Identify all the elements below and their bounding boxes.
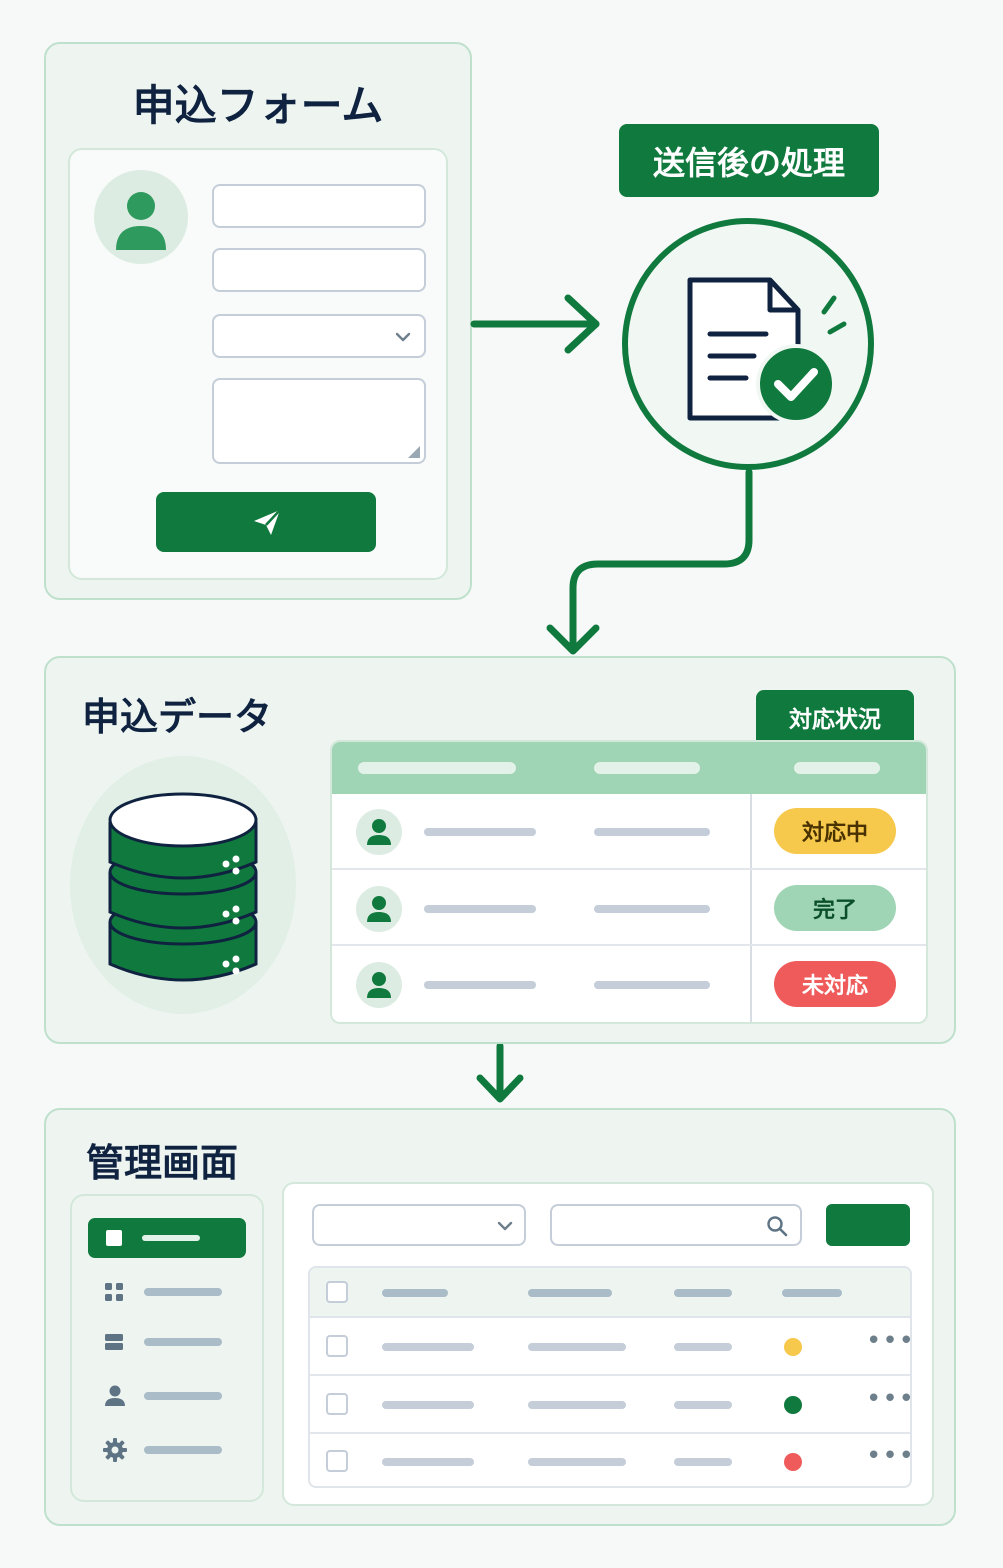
- row-checkbox[interactable]: [326, 1450, 348, 1472]
- form-card: [68, 148, 448, 580]
- table-header: [310, 1268, 910, 1318]
- more-options-icon[interactable]: •••: [866, 1326, 912, 1356]
- database-icon: [108, 792, 258, 982]
- resize-handle-icon: [408, 446, 420, 458]
- sidebar-item-grid[interactable]: [88, 1274, 246, 1310]
- action-button[interactable]: [826, 1204, 910, 1246]
- sidebar-item-settings[interactable]: [88, 1432, 246, 1468]
- chevron-down-icon: [395, 332, 411, 342]
- chevron-down-icon: [497, 1221, 513, 1231]
- select-all-checkbox[interactable]: [326, 1281, 348, 1303]
- status-badge: 未対応: [774, 961, 896, 1007]
- form-title: 申込フォーム: [132, 81, 384, 130]
- category-select[interactable]: [212, 314, 426, 358]
- arrow-form-to-process: [470, 294, 600, 354]
- data-panel: 申込データ 対応状況: [44, 656, 956, 1044]
- status-tab: 対応状況: [756, 690, 914, 744]
- search-icon: [767, 1216, 788, 1237]
- table-row: •••: [310, 1320, 910, 1376]
- status-dot: [784, 1338, 802, 1356]
- user-icon: [105, 1385, 125, 1406]
- email-field[interactable]: [212, 248, 426, 292]
- table-row: 未対応: [332, 948, 926, 1022]
- admin-title: 管理画面: [86, 1141, 239, 1185]
- admin-panel: 管理画面: [44, 1108, 956, 1526]
- status-dot: [784, 1453, 802, 1471]
- avatar: [356, 809, 402, 855]
- process-label: 送信後の処理: [619, 124, 879, 197]
- admin-table: ••• ••• •••: [308, 1266, 912, 1488]
- avatar: [94, 170, 188, 264]
- row-checkbox[interactable]: [326, 1335, 348, 1357]
- submit-button[interactable]: [156, 492, 376, 552]
- arrow-process-to-data: [546, 468, 753, 655]
- data-title: 申込データ: [82, 695, 273, 739]
- more-options-icon[interactable]: •••: [866, 1441, 912, 1471]
- search-input[interactable]: [550, 1204, 802, 1246]
- avatar: [356, 886, 402, 932]
- table-row: 対応中: [332, 794, 926, 870]
- user-icon: [367, 972, 391, 998]
- filter-select[interactable]: [312, 1204, 526, 1246]
- name-field[interactable]: [212, 184, 426, 228]
- user-icon: [116, 192, 166, 250]
- list-icon: [105, 1334, 123, 1350]
- admin-sidebar: [70, 1194, 264, 1502]
- sidebar-item-active[interactable]: [88, 1218, 246, 1258]
- status-badge: 対応中: [774, 808, 896, 854]
- grid-icon: [105, 1283, 123, 1301]
- process-circle: [622, 218, 874, 470]
- message-textarea[interactable]: [212, 378, 426, 464]
- send-icon: [254, 509, 281, 535]
- data-table: 対応中 完了 未対応: [330, 740, 928, 1024]
- document-check-icon: [687, 277, 847, 424]
- sidebar-item-list[interactable]: [88, 1324, 246, 1360]
- table-row: •••: [310, 1378, 910, 1434]
- status-dot: [784, 1396, 802, 1414]
- process-title: 送信後の処理: [652, 143, 845, 182]
- row-checkbox[interactable]: [326, 1393, 348, 1415]
- status-tab-label: 対応状況: [789, 707, 881, 733]
- user-icon: [367, 819, 391, 845]
- gear-icon: [103, 1438, 127, 1462]
- avatar: [356, 962, 402, 1008]
- user-icon: [367, 896, 391, 922]
- table-header: [332, 742, 926, 794]
- status-badge: 完了: [774, 885, 896, 931]
- sidebar-item-user[interactable]: [88, 1378, 246, 1414]
- square-icon: [106, 1230, 122, 1246]
- table-row: 完了: [332, 872, 926, 946]
- table-row: •••: [310, 1436, 912, 1486]
- arrow-data-to-admin: [476, 1042, 524, 1103]
- more-options-icon[interactable]: •••: [866, 1384, 912, 1414]
- admin-main: ••• ••• •••: [282, 1182, 934, 1506]
- form-panel: 申込フォーム: [44, 42, 472, 600]
